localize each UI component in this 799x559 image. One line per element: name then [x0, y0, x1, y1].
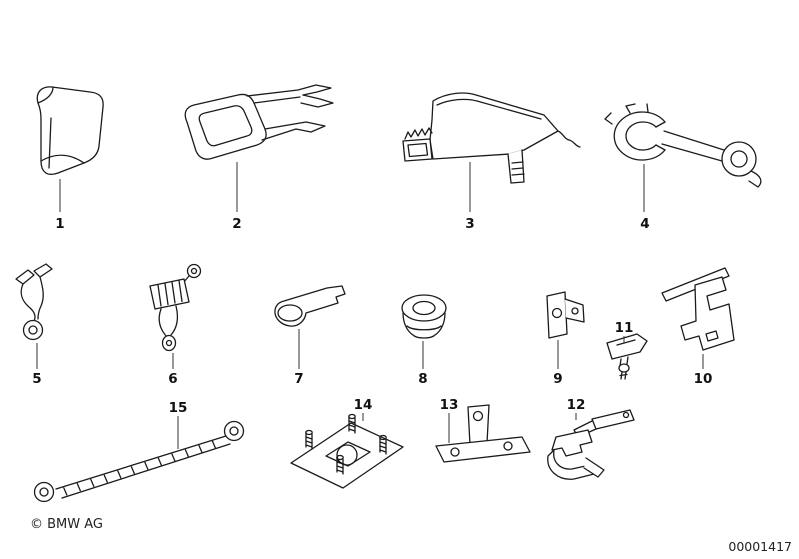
part-15-label: 15 [169, 400, 188, 416]
part-7-drawing [274, 285, 346, 327]
part-2-label: 2 [232, 216, 241, 232]
part-14-label: 14 [354, 397, 373, 413]
part-8-label: 8 [418, 371, 427, 387]
part-13-label: 13 [440, 397, 459, 413]
part-6-drawing [149, 263, 202, 352]
part-10-label: 10 [694, 371, 713, 387]
copyright-text: © BMW AG [30, 517, 103, 532]
part-14-drawing [290, 413, 404, 489]
part-1-label: 1 [55, 216, 64, 232]
leader-lines [36, 162, 704, 449]
part-15-drawing [33, 420, 245, 503]
part-5-label: 5 [32, 371, 41, 387]
part-11-drawing [606, 333, 648, 380]
part-7-label: 7 [294, 371, 303, 387]
part-3-drawing [402, 92, 581, 184]
part-2-drawing [184, 84, 334, 160]
part-11-label: 11 [615, 320, 634, 336]
part-8-drawing [401, 294, 447, 339]
part-4-drawing [604, 103, 762, 188]
part-12-drawing [547, 409, 635, 480]
part-3-label: 3 [465, 216, 474, 232]
part-13-drawing [435, 404, 531, 463]
part-9-label: 9 [553, 371, 562, 387]
part-6-label: 6 [168, 371, 177, 387]
part-5-drawing [15, 263, 53, 341]
part-9-drawing [546, 291, 585, 339]
part-12-label: 12 [567, 397, 586, 413]
document-number: 00001417 [728, 539, 792, 554]
part-10-drawing [661, 267, 735, 351]
part-1-drawing [36, 86, 104, 176]
part-4-label: 4 [640, 216, 649, 232]
